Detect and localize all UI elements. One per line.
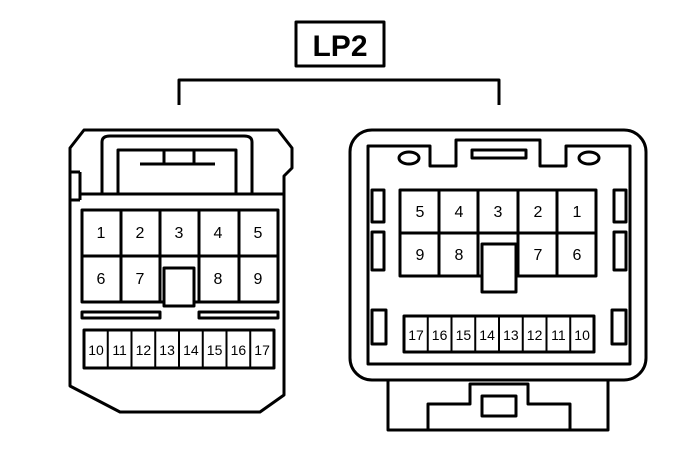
title-group: LP2 — [177, 20, 501, 105]
right-tab-key — [480, 394, 518, 418]
title-box — [294, 20, 386, 68]
right-pin-label: 15 — [456, 327, 472, 343]
right-pin-label: 1 — [573, 204, 582, 221]
left-pin-label: 1 — [97, 225, 106, 242]
right-pin-label: 9 — [416, 247, 425, 264]
left-pin-label: 16 — [231, 342, 247, 358]
left-key-slot — [162, 266, 196, 308]
right-pin-label: 2 — [534, 204, 543, 221]
right-inner-border — [366, 138, 632, 366]
left-pin-label: 3 — [175, 225, 184, 242]
left-pin-label: 6 — [97, 271, 106, 288]
left-connector-latch-inner — [116, 148, 238, 194]
right-top-hole-left — [397, 150, 421, 166]
left-pin-label: 5 — [254, 225, 263, 242]
right-pin-label: 16 — [432, 327, 448, 343]
right-pin-label: 17 — [408, 327, 424, 343]
right-pin-label: 11 — [551, 327, 566, 343]
right-pin-label: 7 — [534, 247, 543, 264]
right-connector-tab-inner — [426, 382, 572, 430]
right-pin-label: 8 — [455, 247, 464, 264]
left-connector-outline — [68, 128, 294, 414]
right-top-slot — [470, 148, 528, 160]
right-key-slot — [480, 242, 518, 294]
left-pin-label: 12 — [136, 342, 152, 358]
right-side-rect — [370, 188, 386, 224]
title-bracket — [177, 78, 501, 105]
right-side-rect — [612, 188, 628, 224]
left-pin-label: 15 — [207, 342, 223, 358]
left-pin-label: 4 — [214, 225, 223, 242]
right-side-rect — [612, 230, 628, 272]
left-pin-label: 17 — [254, 342, 270, 358]
left-pin-label: 8 — [214, 271, 223, 288]
left-pin-label: 11 — [112, 342, 127, 358]
left-pin-label: 2 — [136, 225, 145, 242]
right-side-rect — [610, 308, 628, 346]
right-pin-label: 4 — [455, 204, 464, 221]
right-top-hole-right — [577, 150, 601, 166]
right-side-rect — [370, 230, 386, 272]
left-pin-label: 9 — [254, 271, 263, 288]
left-latch-tab — [162, 148, 196, 166]
right-pin-label: 14 — [479, 327, 495, 343]
right-side-rect — [370, 308, 388, 346]
left-connector-latch — [100, 134, 254, 194]
right-connector-tab-housing — [386, 380, 610, 432]
left-pin-label: 10 — [88, 342, 104, 358]
right-pin-label: 3 — [494, 204, 503, 221]
right-pin-label: 10 — [574, 327, 590, 343]
right-pin-label: 5 — [416, 204, 425, 221]
left-pin-label: 7 — [136, 271, 145, 288]
right-connector: 5 4 3 2 1 9 8 7 6 17 16 15 14 13 12 11 1… — [348, 128, 648, 432]
right-pin-label: 12 — [527, 327, 543, 343]
left-separator-left — [80, 310, 162, 320]
left-pin-label: 14 — [183, 342, 199, 358]
diagram-title: LP2 — [312, 30, 367, 63]
right-pin-label: 13 — [503, 327, 519, 343]
left-separator-right — [197, 310, 280, 320]
left-pin-label: 13 — [159, 342, 175, 358]
right-pin-label: 6 — [573, 247, 582, 264]
left-connector: 1 2 3 4 5 6 7 8 9 10 11 12 13 14 15 16 1… — [68, 128, 294, 414]
